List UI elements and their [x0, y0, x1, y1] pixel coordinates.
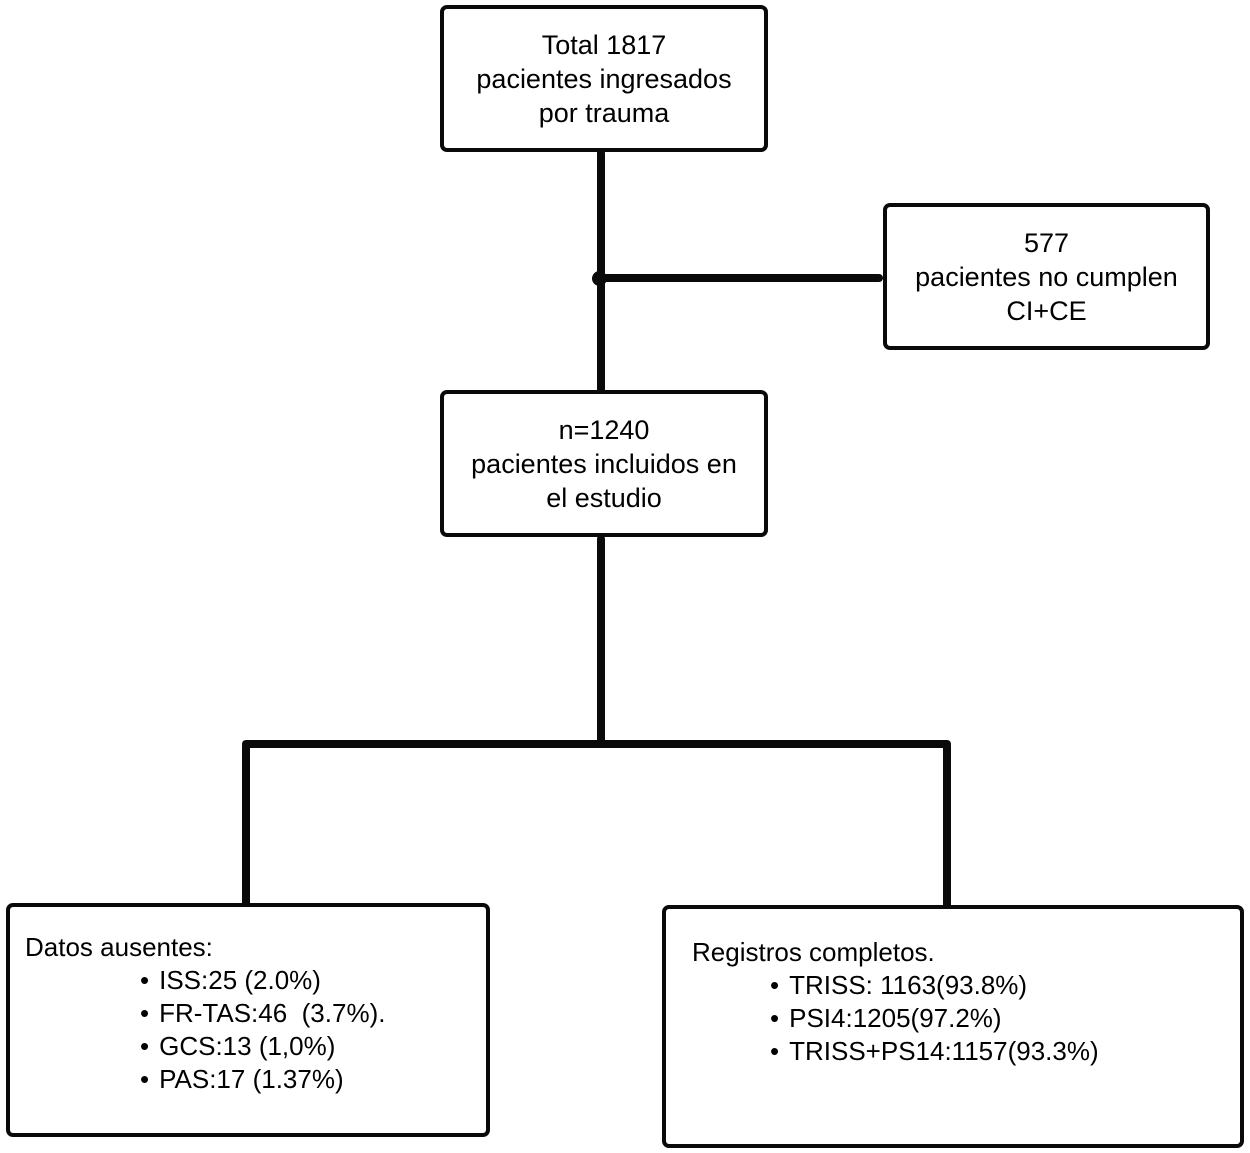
box-total-patients: Total 1817 pacientes ingresados por trau… — [440, 5, 768, 152]
box-text-line: CI+CE — [1006, 295, 1087, 326]
connector-drop-right — [943, 742, 951, 911]
bullet-icon: • — [140, 1031, 150, 1061]
complete-records-list: • TRISS: 1163(93.8%) • PSI4:1205(97.2%) … — [770, 969, 1230, 1068]
list-item-text: TRISS+PS14:1157(93.3%) — [789, 1036, 1099, 1066]
missing-data-list: • ISS:25 (2.0%) • FR-TAS:46 (3.7%). • GC… — [140, 964, 476, 1096]
list-item: • GCS:13 (1,0%) — [140, 1030, 476, 1063]
list-item: • FR-TAS:46 (3.7%). — [140, 997, 476, 1030]
bullet-icon: • — [140, 998, 150, 1028]
box-included-patients: n=1240 pacientes incluidos en el estudio — [440, 390, 768, 537]
list-item-text: FR-TAS:46 (3.7%). — [159, 998, 386, 1028]
box-missing-data: Datos ausentes: • ISS:25 (2.0%) • FR-TAS… — [6, 903, 490, 1137]
bullet-icon: • — [770, 1036, 780, 1066]
box-excluded-patients: 577 pacientes no cumplen CI+CE — [883, 203, 1210, 350]
list-item-text: TRISS: 1163(93.8%) — [789, 970, 1028, 1000]
box-text-line: n=1240 — [558, 414, 650, 445]
bullet-icon: • — [140, 1064, 150, 1094]
box-text-line: por trauma — [538, 97, 670, 128]
list-item: • PAS:17 (1.37%) — [140, 1063, 476, 1096]
box-complete-records: Registros completos. • TRISS: 1163(93.8%… — [662, 905, 1244, 1148]
list-item-text: PSI4:1205(97.2%) — [789, 1003, 1002, 1033]
connector-split-horizontal — [242, 740, 951, 748]
list-item: • ISS:25 (2.0%) — [140, 964, 476, 997]
connector-drop-left — [242, 742, 250, 907]
bullet-icon: • — [140, 965, 150, 995]
list-item: • PSI4:1205(97.2%) — [770, 1002, 1230, 1035]
box-text-line: 577 — [1023, 227, 1070, 258]
list-item: • TRISS: 1163(93.8%) — [770, 969, 1230, 1002]
list-item-text: PAS:17 (1.37%) — [159, 1064, 344, 1094]
box-text-line: el estudio — [546, 482, 662, 513]
box-title: Registros completos. — [692, 937, 935, 967]
box-text-line: Total 1817 — [541, 29, 667, 60]
box-text-line: pacientes incluidos en — [471, 448, 737, 479]
box-title: Datos ausentes: — [25, 932, 213, 962]
box-text-line: pacientes no cumplen — [915, 261, 1178, 292]
box-text-line: pacientes ingresados — [476, 63, 732, 94]
connector-junction-dot — [592, 271, 607, 286]
list-item-text: GCS:13 (1,0%) — [159, 1031, 336, 1061]
bullet-icon: • — [770, 1003, 780, 1033]
connector-branch-to-excluded — [601, 274, 883, 282]
list-item: • TRISS+PS14:1157(93.3%) — [770, 1035, 1230, 1068]
connector-included-down — [597, 535, 605, 747]
bullet-icon: • — [770, 970, 780, 1000]
list-item-text: ISS:25 (2.0%) — [159, 965, 321, 995]
